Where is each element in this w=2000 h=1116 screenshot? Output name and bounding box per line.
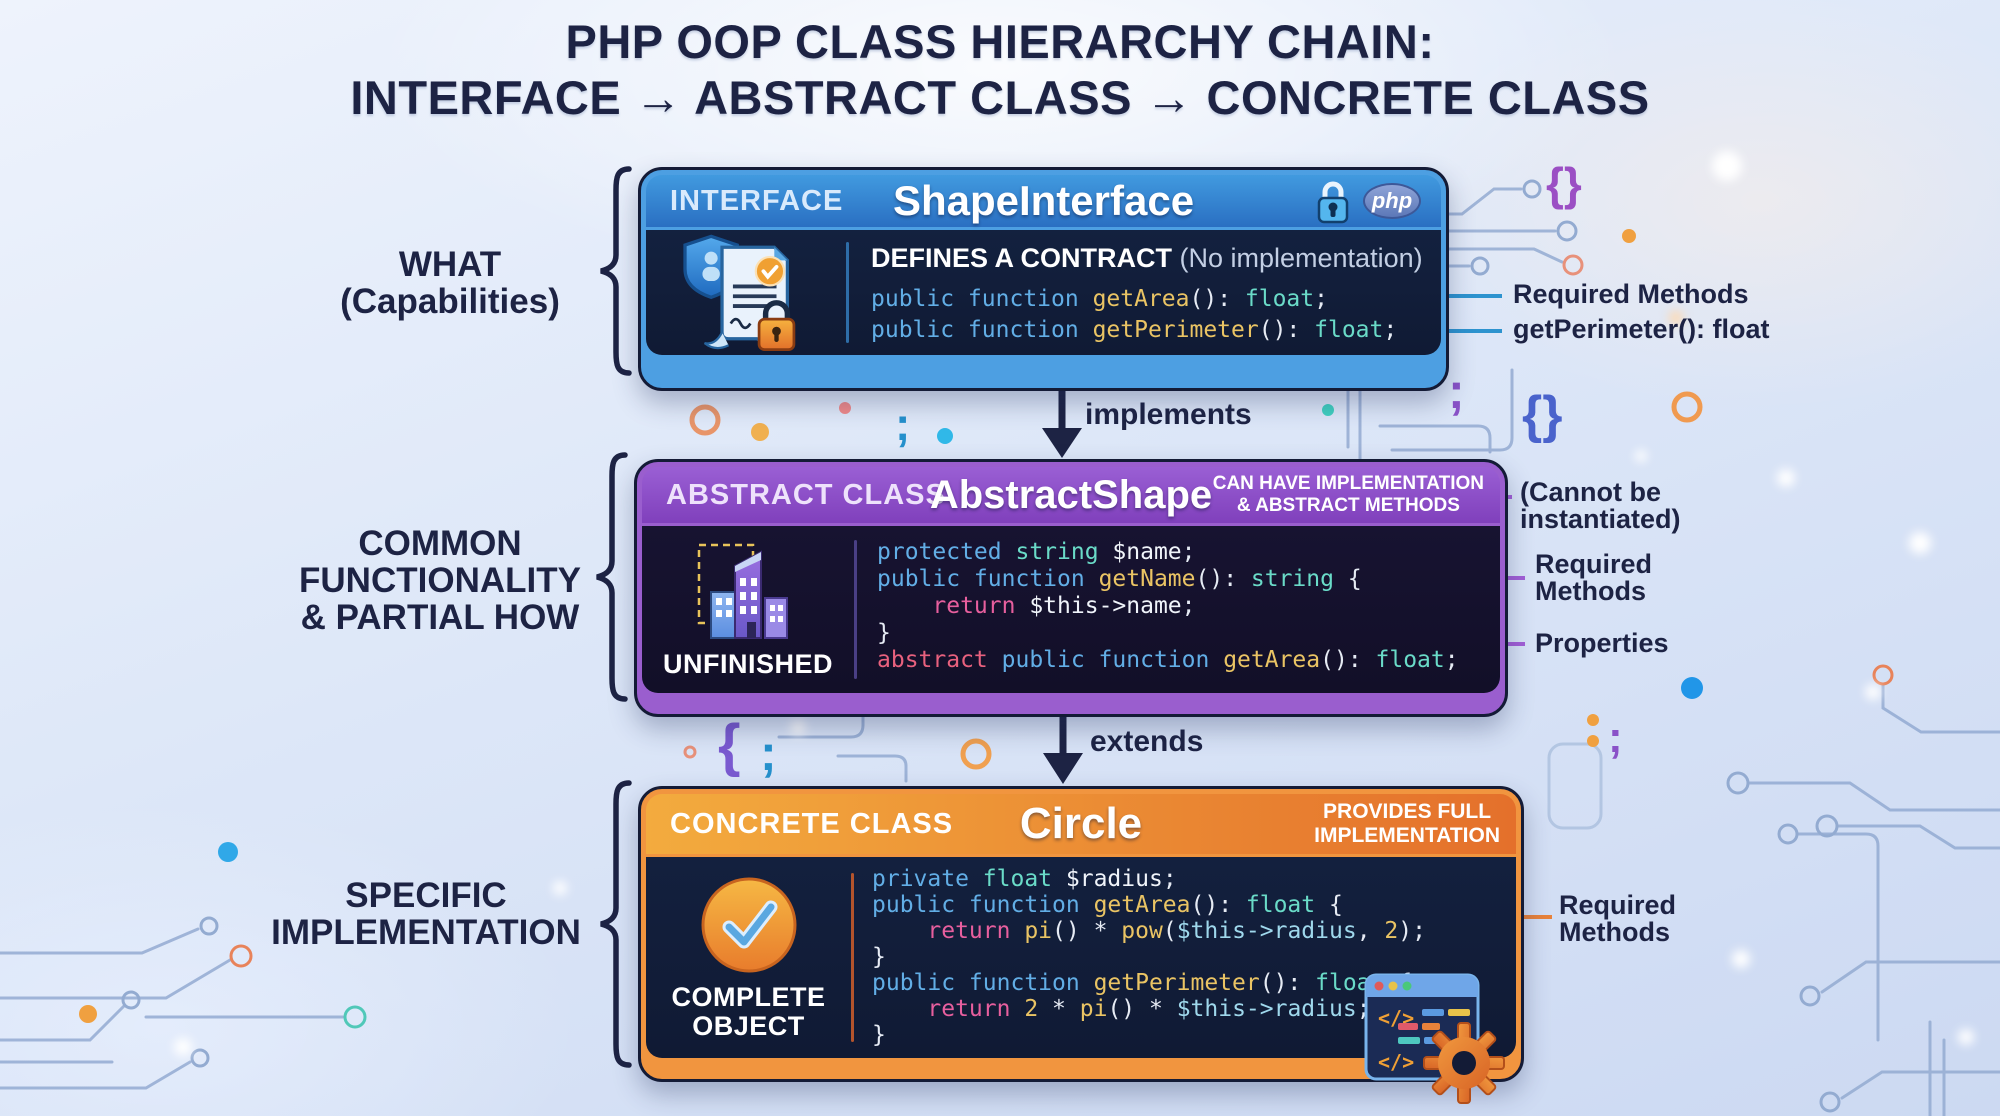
interface-code-column: DEFINES A CONTRACT (No implementation) p…	[849, 230, 1441, 355]
php-badge: php	[1363, 183, 1421, 219]
label-what-line: WHAT	[398, 245, 502, 284]
svg-text:{: {	[718, 713, 741, 778]
label-what: WHAT (Capabilities)	[300, 246, 600, 320]
interface-header: INTERFACE ShapeInterface php	[646, 175, 1441, 227]
concrete-kind-label: CONCRETE CLASS	[670, 807, 954, 840]
svg-text:;: ;	[1608, 713, 1623, 762]
label-what-sub: (Capabilities)	[340, 282, 560, 321]
extends-arrow-head	[1043, 753, 1083, 784]
unfinished-building-icon	[697, 543, 788, 639]
implements-arrow-head	[1042, 428, 1082, 458]
abstract-header-plaque: CAN HAVE IMPLEMENTATION& ABSTRACT METHOD…	[1212, 473, 1484, 516]
brace-abstract	[596, 452, 628, 702]
annotation-interface-required-methods: Required Methods	[1513, 279, 1749, 309]
page-title-line2: INTERFACE → ABSTRACT CLASS → CONCRETE CL…	[350, 71, 1650, 124]
brace-interface	[600, 166, 632, 376]
abstract-class-name: AbstractShape	[929, 472, 1213, 517]
contract-document-icon	[683, 234, 796, 351]
code-window-gear-art: </> </>	[1358, 957, 1508, 1112]
interface-kind-label: INTERFACE	[670, 184, 844, 217]
extends-label: extends	[1090, 725, 1204, 758]
interface-description-rest: (No implementation)	[1172, 243, 1423, 273]
complete-check-icon	[701, 877, 796, 972]
svg-text:{}: {}	[1546, 158, 1582, 210]
concrete-code-column: private float $radius;public function ge…	[854, 857, 1516, 1058]
implements-label: implements	[1085, 398, 1252, 431]
interface-icon-column	[646, 230, 846, 355]
abstract-kind-label: ABSTRACT CLASS	[666, 478, 946, 511]
interface-class-box: INTERFACE ShapeInterface php	[638, 167, 1449, 391]
abstract-icon-column: UNFINISHED	[642, 526, 854, 693]
concrete-divider	[851, 873, 854, 1042]
abstract-icon-label: UNFINISHED	[662, 649, 833, 679]
annotation-abstract-properties: Properties	[1535, 628, 1669, 658]
interface-description: DEFINES A CONTRACT (No implementation)	[871, 230, 1441, 274]
svg-text:;: ;	[895, 398, 910, 450]
abstract-code-column: protected string $name;public function g…	[857, 526, 1500, 693]
abstract-body: UNFINISHED protected string $name;public…	[642, 526, 1500, 693]
interface-code: public function getArea(): float;public …	[871, 286, 1398, 343]
abstract-divider	[854, 540, 857, 679]
brace-concrete	[600, 780, 632, 1068]
annotation-interface-get-perimeter: getPerimeter(): float	[1513, 314, 1770, 344]
interface-divider	[846, 242, 849, 343]
svg-text:;: ;	[1448, 363, 1465, 419]
page-title: PHP OOP CLASS HIERARCHY CHAIN: INTERFACE…	[0, 14, 2000, 126]
interface-class-name: ShapeInterface	[892, 177, 1195, 224]
concrete-code: private float $radius;public function ge…	[872, 866, 1426, 1048]
svg-text:</>: </>	[1378, 1050, 1414, 1074]
abstract-code: protected string $name;public function g…	[877, 539, 1459, 673]
interface-description-bold: DEFINES A CONTRACT	[871, 243, 1172, 273]
svg-text:{}: {}	[1522, 386, 1562, 444]
code-window-gear-icon: </> </>	[1364, 973, 1505, 1104]
lock-icon	[1317, 181, 1349, 224]
abstract-class-box: ABSTRACT CLASS AbstractShape CAN HAVE IM…	[634, 459, 1508, 717]
abstract-header: ABSTRACT CLASS AbstractShape CAN HAVE IM…	[642, 467, 1500, 523]
concrete-class-name: Circle	[1019, 799, 1143, 848]
page-title-line1: PHP OOP CLASS HIERARCHY CHAIN:	[565, 15, 1435, 68]
svg-text:;: ;	[760, 725, 777, 781]
interface-body: DEFINES A CONTRACT (No implementation) p…	[646, 230, 1441, 355]
